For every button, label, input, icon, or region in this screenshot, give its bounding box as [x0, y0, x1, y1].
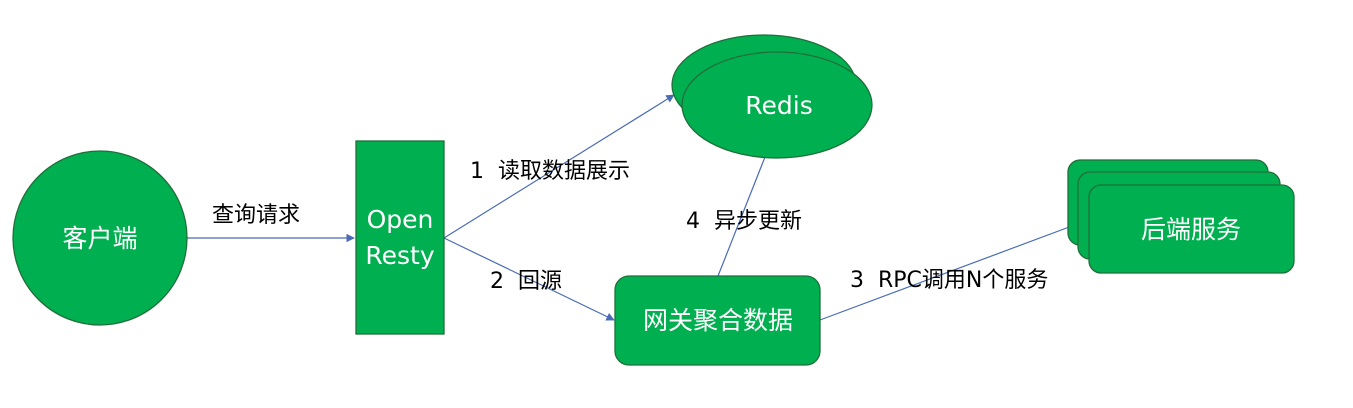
- gateway-node: 网关聚合数据: [614, 275, 821, 366]
- openresty-label-line2: Resty: [365, 241, 434, 270]
- client-node: 客户端: [12, 150, 188, 326]
- edge-label-read-show: 1 读取数据展示: [470, 159, 630, 184]
- edge-openresty-to-redis: [443, 94, 675, 239]
- backend-label: 后端服务: [1141, 215, 1241, 244]
- redis-node: Redis: [671, 34, 873, 159]
- edge-gateway-to-backend: [819, 218, 1089, 321]
- openresty-label-line1: Open: [367, 205, 434, 234]
- edge-openresty-to-gateway: [443, 237, 615, 321]
- edge-label-origin: 2 回源: [490, 269, 562, 294]
- redis-label: Redis: [745, 91, 812, 120]
- backend-node: 后端服务: [1067, 159, 1295, 274]
- gateway-label: 网关聚合数据: [643, 306, 793, 335]
- edge-label-async-update: 4 异步更新: [686, 209, 802, 234]
- edge-label-query-request: 查询请求: [212, 203, 300, 228]
- edge-gateway-to-redis: [717, 156, 766, 277]
- openresty-node: Open Resty: [355, 140, 445, 335]
- client-label: 客户端: [62, 224, 137, 253]
- edge-label-rpc-call: 3 RPC调用N个服务: [850, 268, 1048, 293]
